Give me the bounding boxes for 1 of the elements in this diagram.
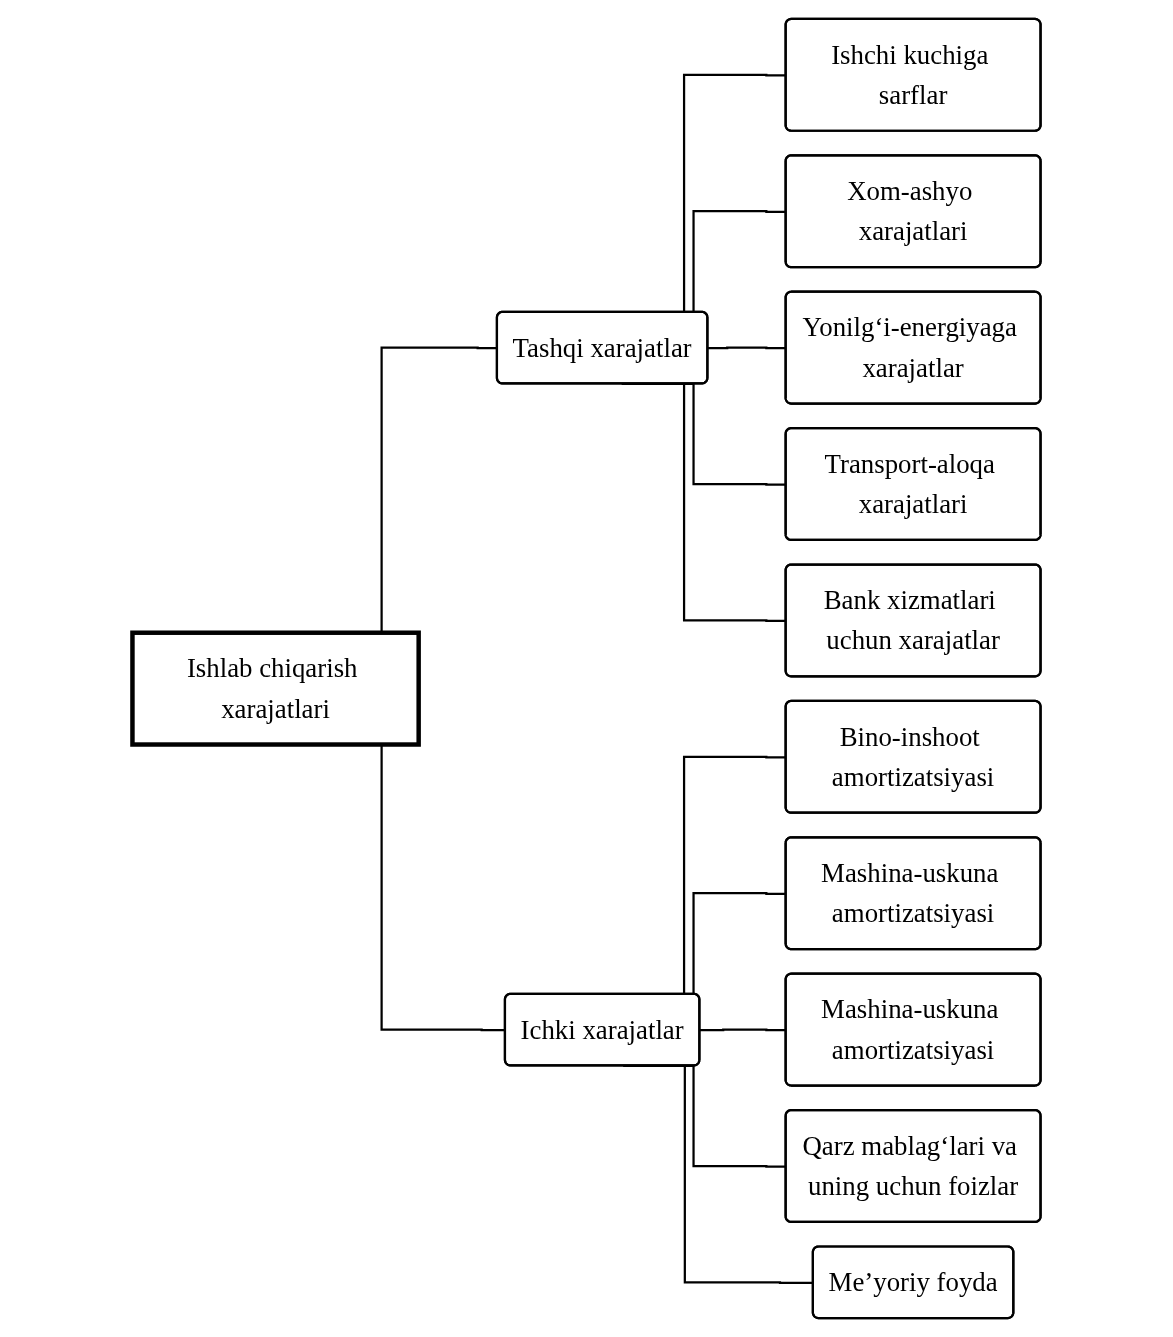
node-box: Ishlab chiqarish xarajatlari	[130, 630, 421, 747]
